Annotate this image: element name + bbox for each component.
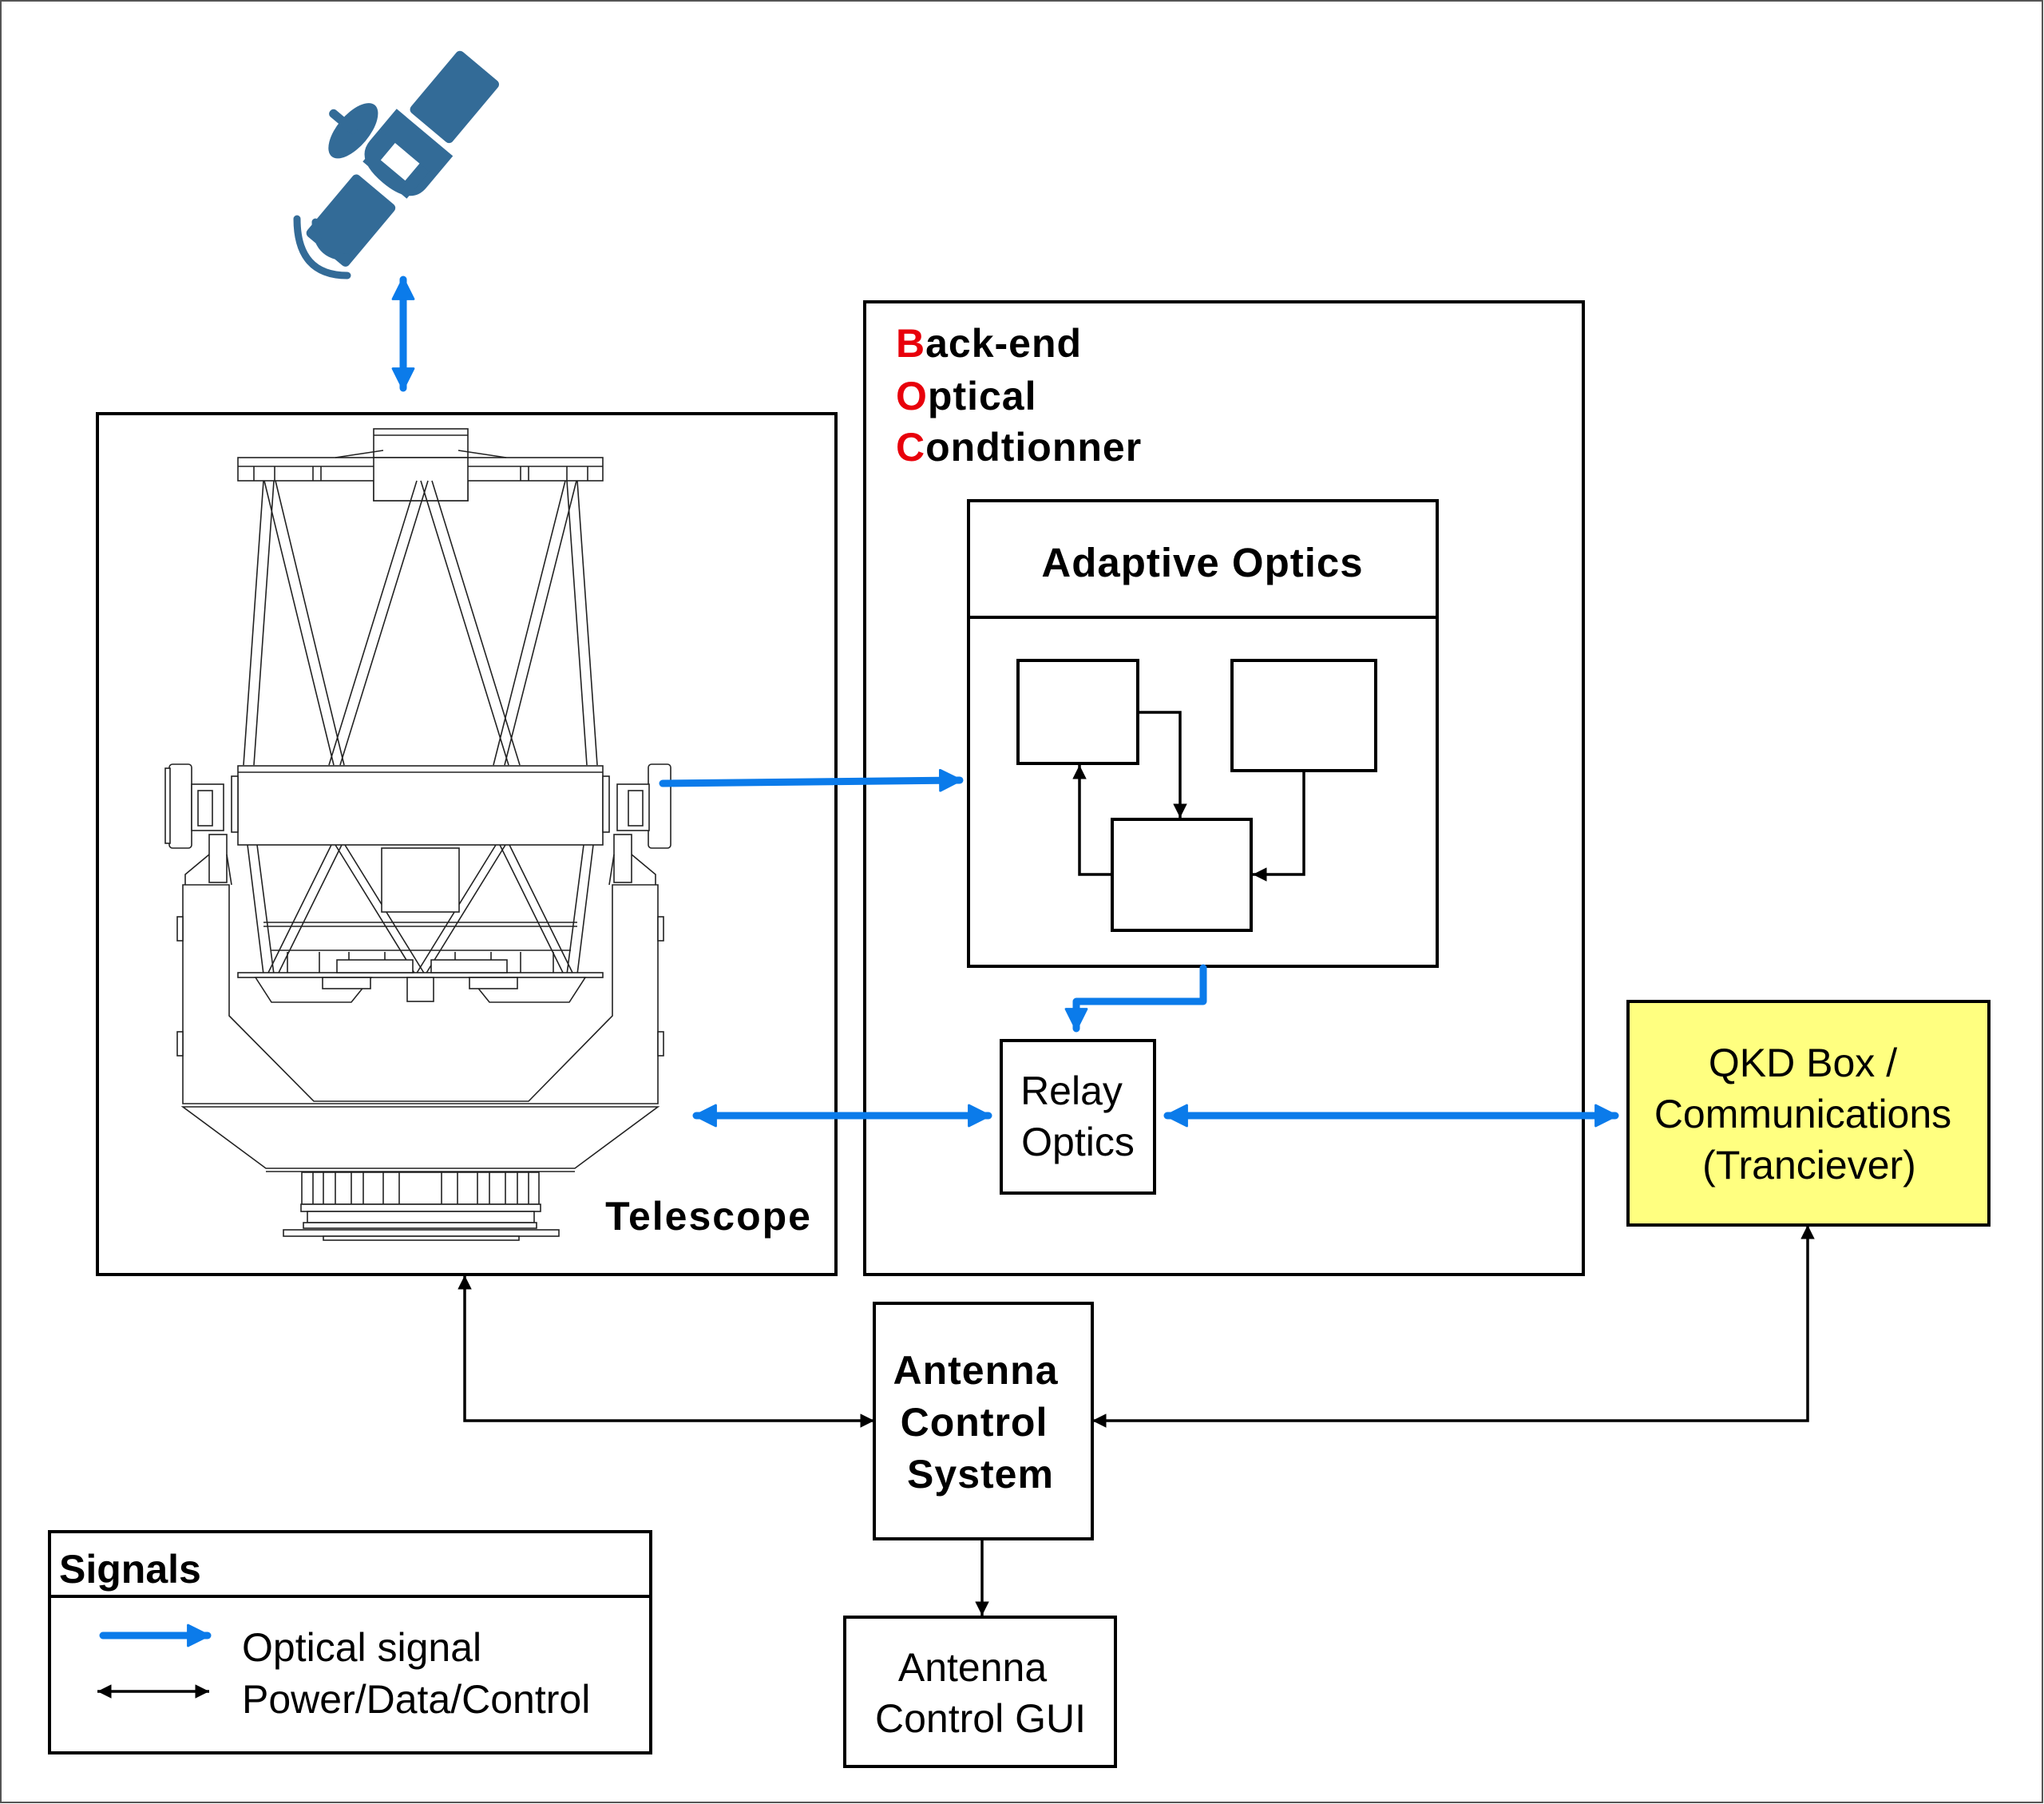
signal-waves-icon	[293, 215, 351, 280]
boc-initial-o: O	[896, 374, 928, 418]
boc-title-line-3: Condtionner	[896, 425, 1142, 470]
telescope-drawing	[164, 428, 671, 1241]
telescope-label: Telescope	[605, 1194, 812, 1239]
ao-block-1	[1016, 659, 1139, 765]
control-link-telescope-acs	[458, 1275, 874, 1428]
boc-title-line-2: Optical	[896, 374, 1037, 418]
adaptive-optics-title: Adaptive Optics	[1041, 540, 1363, 585]
boc-title-line-1: Back-end	[896, 321, 1082, 366]
ao-link-block3-to-block1	[1072, 765, 1112, 876]
optical-link-ao-to-relay	[1064, 964, 1207, 1033]
ao-block-2	[1230, 659, 1377, 772]
satellite-icon	[306, 50, 500, 267]
legend-title: Signals	[59, 1547, 201, 1592]
boc-initial-b: B	[896, 321, 925, 366]
legend-optical-label: Optical signal	[242, 1625, 481, 1670]
ao-block-3	[1111, 818, 1253, 932]
control-link-qkd-acs	[1092, 1225, 1815, 1428]
legend-control-label: Power/Data/Control	[242, 1677, 590, 1722]
relay-optics-box	[1000, 1039, 1156, 1195]
antenna-control-gui-box	[843, 1616, 1117, 1768]
ao-link-block1-to-block3	[1138, 711, 1187, 818]
optical-link-telescope-to-ao	[659, 768, 964, 792]
legend-box	[48, 1530, 652, 1754]
ao-link-block2-to-block3	[1253, 771, 1305, 882]
boc-initial-c: C	[896, 425, 925, 470]
qkd-box-label: QKD Box /Communications(Tranciever)	[1654, 1041, 1951, 1187]
